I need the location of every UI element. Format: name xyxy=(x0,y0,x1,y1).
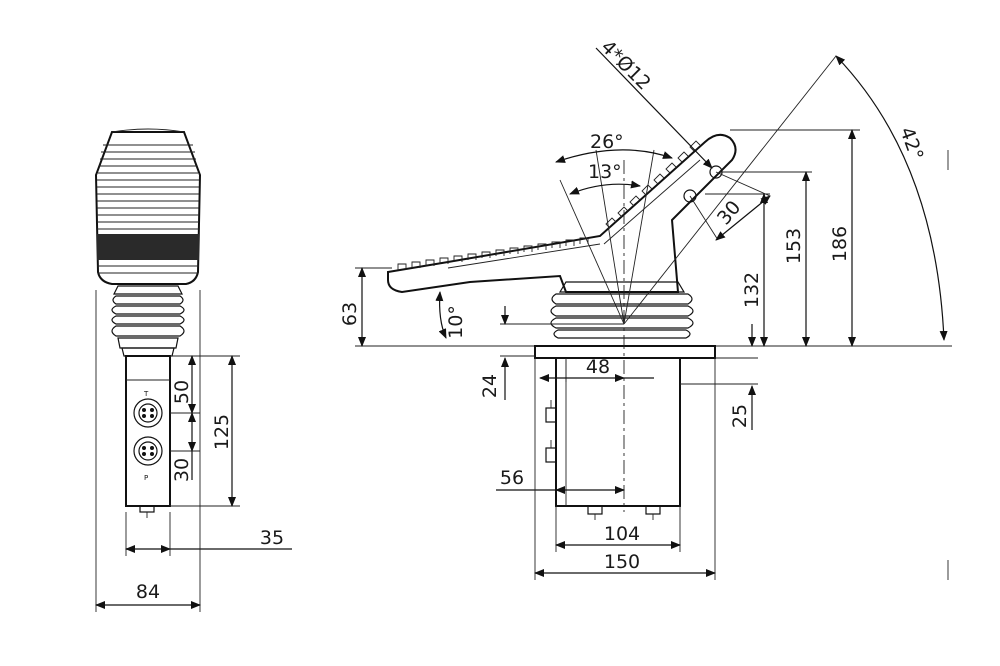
pedal-dark-band xyxy=(97,234,199,260)
dim-42deg: 42° xyxy=(895,124,927,163)
dim-10deg: 10° xyxy=(445,305,467,339)
front-view: T P 50 xyxy=(94,128,292,612)
dim-26deg: 26° xyxy=(590,131,624,153)
dim-30-side: 30 xyxy=(713,197,745,230)
pivot-hole-1 xyxy=(683,189,697,203)
dim-63: 63 xyxy=(339,302,361,326)
dim-13deg: 13° xyxy=(588,161,622,183)
dim-56: 56 xyxy=(500,467,524,489)
port-p-circle xyxy=(133,436,163,466)
port-t-circle xyxy=(133,398,163,428)
side-view: 26° 13° 4*Ø12 42° 30 186 153 132 63 10° … xyxy=(339,36,952,580)
dim-104: 104 xyxy=(604,523,640,545)
dim-30-front: 30 xyxy=(171,458,193,482)
dim-24: 24 xyxy=(479,374,501,398)
front-bellows xyxy=(111,285,185,357)
flange xyxy=(534,345,716,359)
dim-25: 25 xyxy=(729,404,751,428)
front-valve-body: T P xyxy=(125,355,171,518)
dim-4x12: 4*Ø12 xyxy=(596,36,655,95)
dim-48: 48 xyxy=(586,356,610,378)
dim-132: 132 xyxy=(741,272,763,308)
dim-186: 186 xyxy=(829,226,851,262)
dim-84: 84 xyxy=(136,581,160,603)
front-pedal xyxy=(94,128,202,285)
dim-35: 35 xyxy=(260,527,284,549)
port-p-label: P xyxy=(144,474,148,482)
front-dimensions xyxy=(95,290,292,612)
dim-125: 125 xyxy=(211,414,233,450)
side-bellows xyxy=(550,281,694,339)
port-t-label: T xyxy=(143,390,149,398)
dim-153: 153 xyxy=(783,228,805,264)
dim-50: 50 xyxy=(171,380,193,404)
dim-150: 150 xyxy=(604,551,640,573)
side-pedal xyxy=(387,133,737,294)
side-valve-body xyxy=(545,357,681,520)
